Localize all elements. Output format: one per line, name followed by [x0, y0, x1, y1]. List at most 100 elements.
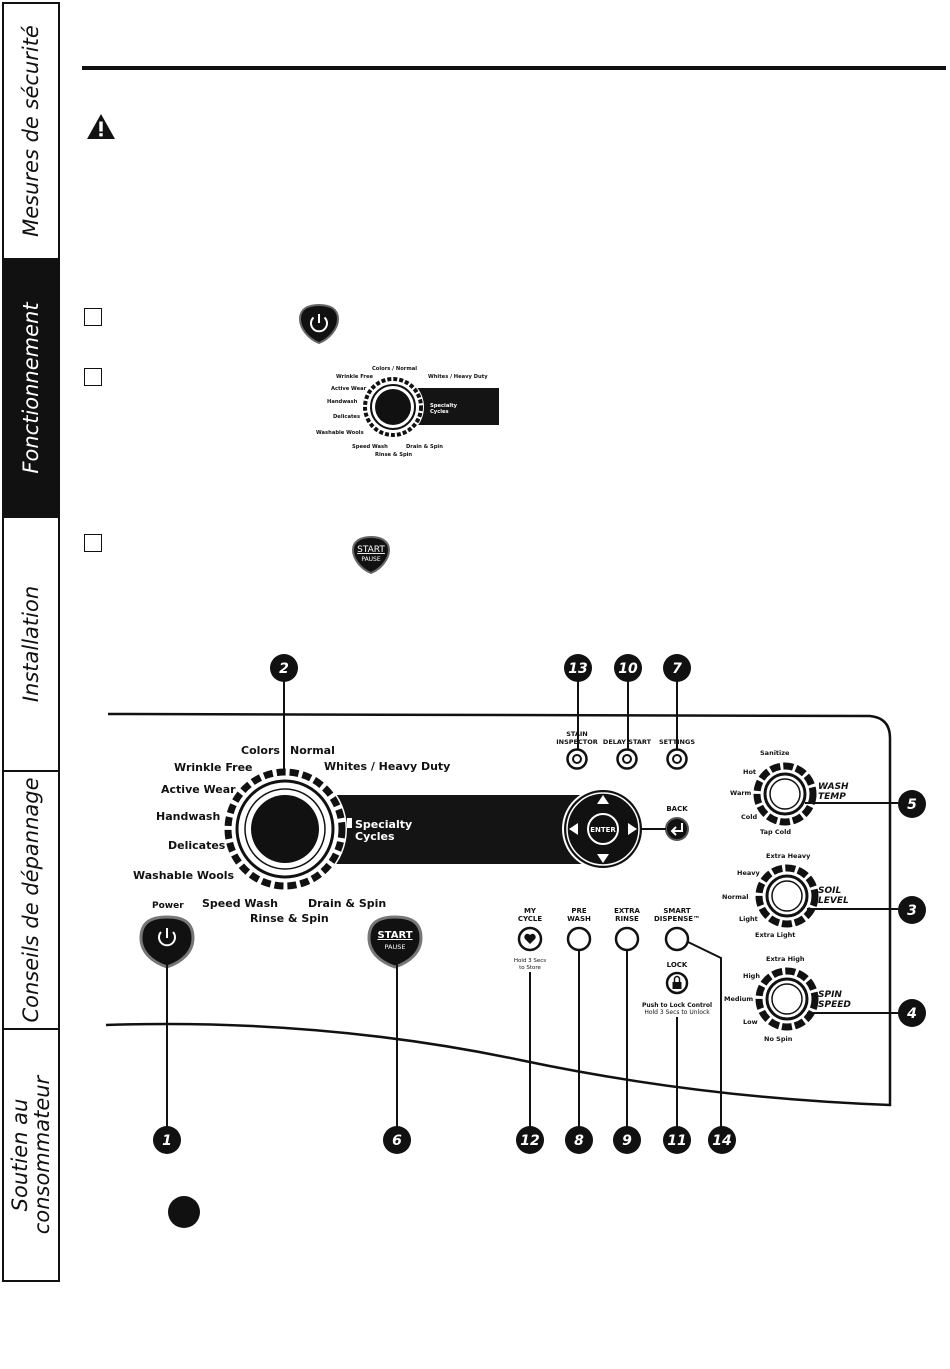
pre-wash-button[interactable]	[566, 926, 592, 952]
tab-mesures-de-securite[interactable]: Mesures de sécurité	[4, 4, 58, 260]
callout-marker	[898, 896, 926, 924]
callout-number: 2	[279, 661, 289, 677]
soil-level-knob[interactable]	[755, 864, 819, 928]
tab-conseils-de-depannage[interactable]: Conseils de dépannage	[4, 772, 58, 1030]
wash-temp-level: Cold	[741, 813, 757, 821]
wash-temp-level: Sanitize	[760, 749, 790, 757]
settings-button[interactable]	[666, 748, 688, 770]
callout-marker	[153, 1126, 181, 1154]
start-label: START	[357, 545, 385, 555]
delay-start-button[interactable]	[616, 748, 638, 770]
mini-cycle-label: Colors / Normal	[372, 366, 417, 372]
pause-label: PAUSE	[385, 943, 406, 951]
power-label: Power	[152, 901, 184, 911]
power-icon	[310, 314, 328, 333]
step-checkbox[interactable]	[84, 308, 102, 326]
warning-icon	[87, 114, 115, 139]
extra-rinse-label: RINSE	[615, 915, 639, 923]
extra-rinse-button[interactable]	[614, 926, 640, 952]
cycle-label: Active Wear	[161, 783, 236, 796]
soil-level-level: Extra Light	[755, 931, 795, 939]
spin-speed-title: SPEED	[818, 1000, 851, 1010]
tab-label: Fonctionnement	[18, 302, 43, 474]
lock-label: LOCK	[667, 961, 688, 969]
mini-cycle-label: Drain & Spin	[406, 444, 443, 450]
cycle-label: Washable Wools	[133, 869, 235, 882]
power-button-illustration	[298, 303, 340, 345]
tab-fonctionnement[interactable]: Fonctionnement	[4, 260, 58, 518]
enter-button[interactable]	[587, 813, 619, 845]
wash-temp-level: Warm	[730, 789, 752, 797]
wash-temp-title: WASH	[818, 782, 849, 792]
stain-inspector-button[interactable]	[566, 748, 588, 770]
mini-cycle-label: Rinse & Spin	[375, 452, 412, 458]
cycle-label: Handwash	[156, 810, 220, 823]
cycle-label: Colors	[241, 744, 280, 757]
step-checkbox[interactable]	[84, 534, 102, 552]
smart-dispense-label: DISPENSE™	[654, 915, 700, 923]
cycle-label: Drain & Spin	[308, 897, 386, 910]
start-pause-illustration: START PAUSE	[351, 535, 391, 575]
power-button[interactable]	[139, 915, 195, 969]
smart-dispense-label: SMART	[663, 907, 691, 915]
navigation-pad[interactable]: ENTER	[562, 788, 644, 870]
header-rule	[82, 66, 946, 70]
arrow-down-icon[interactable]	[597, 854, 609, 863]
my-cycle-button[interactable]	[517, 926, 543, 952]
arrow-up-icon[interactable]	[597, 795, 609, 804]
cycle-label: Rinse & Spin	[250, 912, 329, 925]
callout-number: 1	[162, 1133, 172, 1149]
lock-hint: Hold 3 Secs to Unlock	[644, 1009, 710, 1016]
callout-marker	[565, 1126, 593, 1154]
pause-label: PAUSE	[361, 556, 381, 563]
callout-marker	[383, 1126, 411, 1154]
soil-level-title: LEVEL	[818, 896, 849, 906]
my-cycle-hint: to Store	[519, 965, 541, 971]
callout-number: 10	[618, 661, 638, 677]
soil-level-level: Light	[739, 915, 758, 923]
start-pause-button[interactable]: START PAUSE	[367, 915, 423, 969]
start-label: START	[377, 930, 412, 941]
pre-wash-label: PRE	[571, 907, 587, 915]
callout-marker	[663, 654, 691, 682]
spin-speed-title: SPIN	[818, 990, 842, 1000]
mini-dial-knob	[375, 389, 411, 425]
callout-marker	[614, 654, 642, 682]
my-cycle-label: CYCLE	[518, 915, 543, 923]
spin-speed-level: Low	[743, 1018, 758, 1026]
lock-icon	[672, 982, 682, 989]
callout-number: 8	[574, 1133, 584, 1149]
wash-temp-knob[interactable]	[753, 762, 817, 826]
cycle-label: Delicates	[168, 839, 226, 852]
spin-speed-level: Extra High	[766, 955, 805, 963]
back-arrow-icon	[670, 823, 683, 836]
extra-rinse-label: EXTRA	[614, 907, 640, 915]
mini-cycle-dial: Colors / Normal Wrinkle Free Whites / He…	[316, 366, 499, 458]
mini-cycle-label: Delicates	[333, 414, 360, 420]
tab-installation[interactable]: Installation	[4, 518, 58, 772]
control-panel-diagram: Specialty Cycles Colors Normal Wrinkle F…	[105, 654, 926, 1154]
step-checkbox[interactable]	[84, 368, 102, 386]
callout-number: 5	[907, 797, 917, 813]
callout-number: 4	[906, 1006, 917, 1022]
callout-marker	[516, 1126, 544, 1154]
soil-level-title: SOIL	[818, 886, 841, 896]
cycle-label: Wrinkle Free	[174, 761, 253, 774]
mini-cycle-label: Washable Wools	[316, 430, 364, 436]
arrow-left-icon[interactable]	[569, 823, 578, 835]
smart-dispense-button[interactable]	[664, 926, 690, 952]
callout-marker	[898, 999, 926, 1027]
arrow-right-icon[interactable]	[628, 823, 637, 835]
back-button[interactable]	[665, 817, 689, 841]
soil-level-level: Extra Heavy	[766, 852, 811, 860]
spin-speed-knob[interactable]	[755, 967, 819, 1031]
wash-temp-level: Hot	[743, 768, 756, 776]
mini-cycle-label: Whites / Heavy Duty	[428, 374, 488, 380]
cycle-selector-dial[interactable]	[223, 767, 347, 891]
mini-cycle-label: Cycles	[430, 409, 449, 415]
my-cycle-hint: Hold 3 Secs	[514, 958, 546, 964]
power-icon	[158, 928, 176, 947]
callout-marker	[613, 1126, 641, 1154]
cycle-label: Speed Wash	[202, 897, 278, 910]
lock-button[interactable]	[665, 971, 689, 995]
